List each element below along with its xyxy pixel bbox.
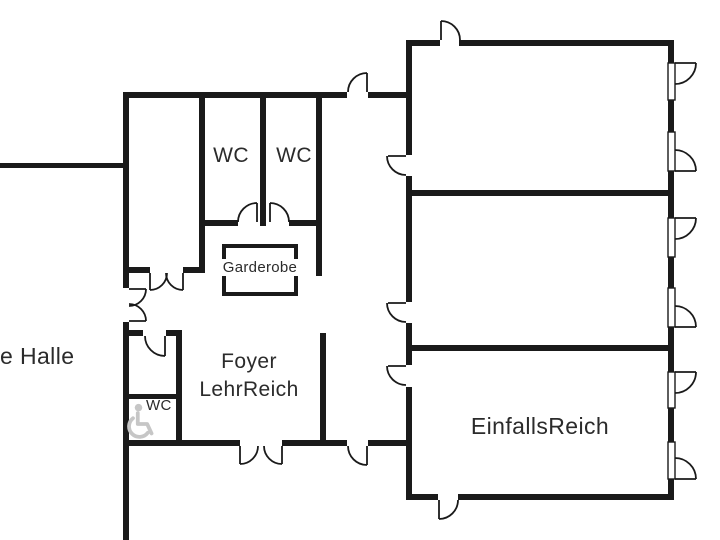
left-building-walls bbox=[0, 92, 412, 540]
wheelchair-accessible-icon bbox=[127, 403, 154, 439]
room-label-garderobe: Garderobe bbox=[219, 259, 301, 276]
garderobe-counter: Garderobe bbox=[219, 244, 301, 296]
room-label-halle: e Halle bbox=[0, 343, 75, 369]
room-label-foyer-line2: LehrReich bbox=[199, 378, 299, 401]
east-door-frames bbox=[667, 62, 676, 480]
room-label-foyer-line1: Foyer bbox=[221, 350, 277, 373]
room-label-wc-accessible: WC bbox=[146, 397, 172, 414]
room-label-einfallsreich: EinfallsReich bbox=[470, 413, 610, 439]
room-label-foyer: Foyer LehrReich bbox=[188, 348, 310, 404]
door-swing-symbols bbox=[128, 20, 697, 520]
right-building-walls bbox=[406, 40, 674, 500]
room-label-wc-left: WC bbox=[213, 144, 249, 167]
room-label-wc-right: WC bbox=[276, 144, 312, 167]
